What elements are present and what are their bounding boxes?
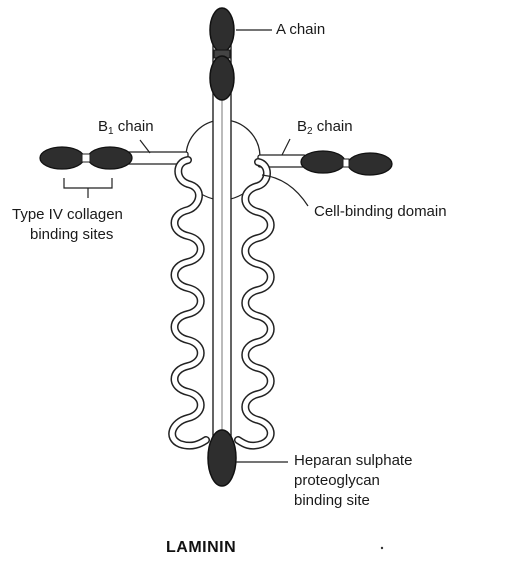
b1-chain-label: B1 chain	[98, 118, 154, 141]
heparan-label-line3: binding site	[294, 492, 370, 510]
collagen-sites-bracket	[64, 178, 112, 198]
a-chain-globule-top	[210, 8, 234, 52]
a-chain-globule-bottom	[208, 430, 236, 486]
b1-chain-label-suffix: chain	[114, 118, 154, 135]
heparan-label-line2: proteoglycan	[294, 472, 380, 490]
a-chain-globule-middle	[210, 56, 234, 100]
heparan-label-line1: Heparan sulphate	[294, 452, 412, 470]
b1-chain-label-prefix: B	[98, 118, 108, 135]
b2-chain-leader	[282, 139, 290, 155]
figure-title: LAMININ	[166, 539, 236, 557]
b1-chain-leader	[140, 140, 150, 153]
b2-chain-label: B2 chain	[297, 118, 353, 141]
b2-globule-inner	[301, 151, 345, 173]
b2-chain-label-prefix: B	[297, 118, 307, 135]
a-chain-label: A chain	[276, 21, 325, 39]
b2-chain-label-suffix: chain	[313, 118, 353, 135]
cell-binding-label: Cell-binding domain	[314, 203, 447, 221]
b1-globule-outer	[40, 147, 84, 169]
collagen-sites-label-line2: binding sites	[30, 226, 113, 244]
b1-globule-inner	[88, 147, 132, 169]
stray-dot	[381, 547, 383, 549]
b2-globule-outer	[348, 153, 392, 175]
collagen-sites-label-line1: Type IV collagen	[12, 206, 123, 224]
